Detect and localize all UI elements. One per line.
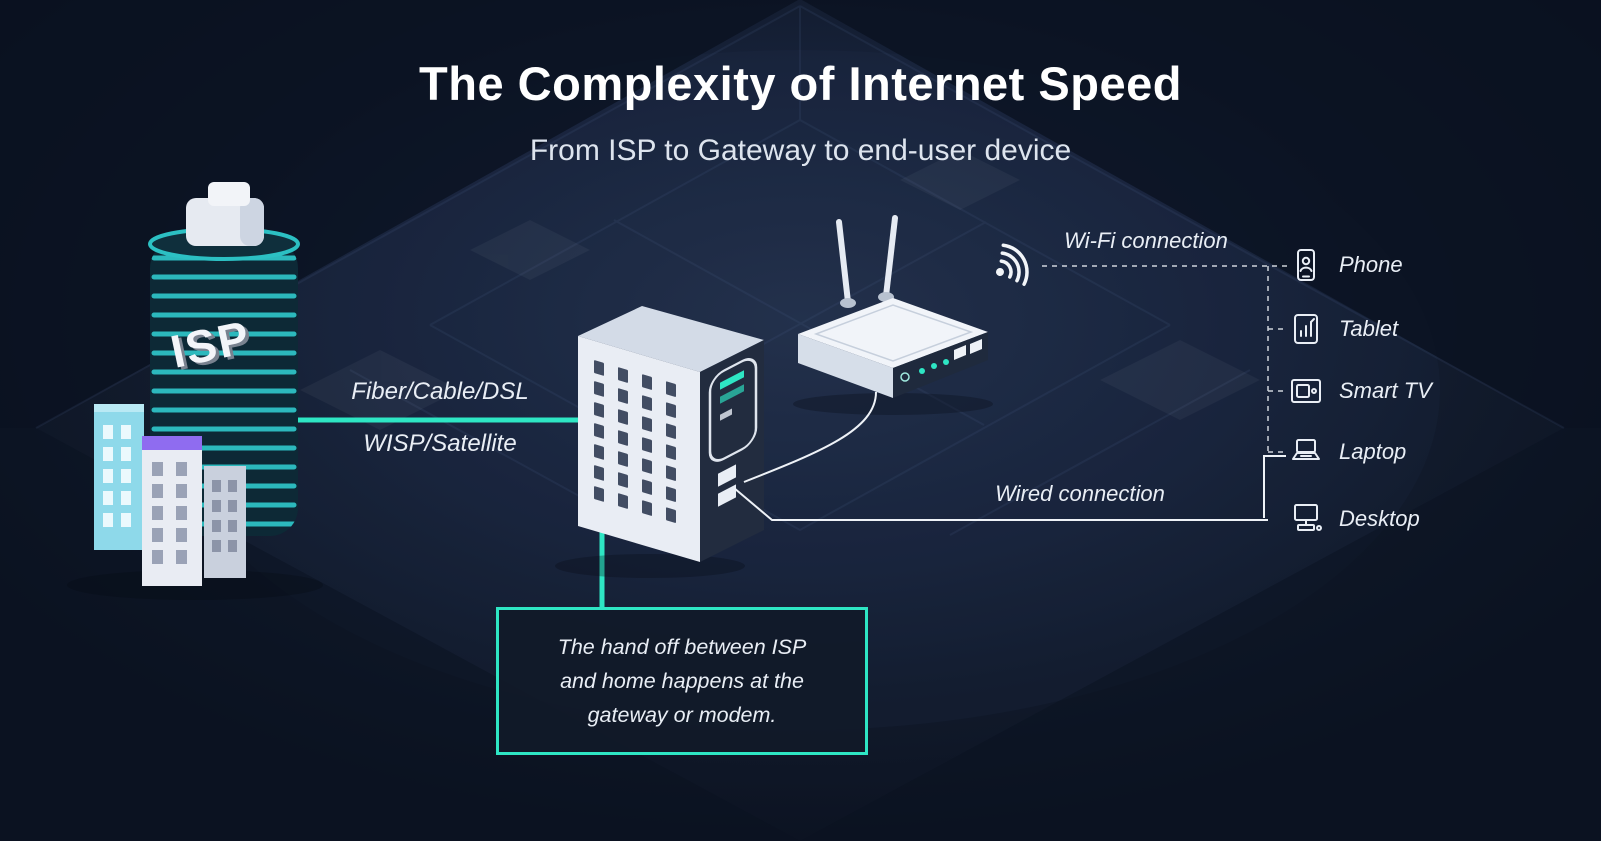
device-label: Tablet xyxy=(1339,316,1399,341)
wifi-signal-icon xyxy=(996,243,1029,286)
teal-links xyxy=(298,417,605,609)
fiber-link-label-bottom: WISP/Satellite xyxy=(363,430,517,457)
device-row-tablet: Tablet xyxy=(1288,311,1398,347)
wired-connection-label: Wired connection xyxy=(995,481,1165,506)
modem-vent-holes xyxy=(594,360,676,523)
smart-tv-icon xyxy=(1291,379,1321,403)
desktop-icon xyxy=(1294,504,1322,531)
device-row-desktop: Desktop xyxy=(1288,501,1420,537)
modem-port-icon xyxy=(718,484,736,507)
laptop-wired-branch xyxy=(1263,455,1286,518)
device-label: Desktop xyxy=(1339,506,1420,531)
fiber-link-label-top: Fiber/Cable/DSL xyxy=(351,378,529,405)
wifi-connection-label: Wi-Fi connection xyxy=(1064,228,1228,253)
small-buildings xyxy=(94,404,246,586)
floorplan-furniture xyxy=(300,150,1260,430)
device-label: Laptop xyxy=(1339,439,1407,464)
laptop-icon xyxy=(1292,439,1320,460)
device-row-laptop: Laptop xyxy=(1288,434,1406,470)
isp-building: ISP ISP xyxy=(67,182,323,600)
wired-connection-line xyxy=(733,487,1268,521)
modem-port-icon xyxy=(718,464,736,487)
router-leds-and-ports xyxy=(900,339,982,382)
wifi-connection-line xyxy=(1042,265,1288,453)
device-row-smart-tv: Smart TV xyxy=(1288,373,1432,409)
modem-front-panel xyxy=(708,358,758,507)
modem-gateway xyxy=(555,306,764,578)
callout-line: gateway or modem. xyxy=(587,702,777,727)
callout-box: The hand off between ISP and home happen… xyxy=(496,607,868,755)
device-label: Phone xyxy=(1339,252,1403,277)
router-antennas xyxy=(836,215,898,308)
callout-line: The hand off between ISP xyxy=(557,634,807,659)
router-to-modem-cable xyxy=(743,391,877,483)
floorplan-walls xyxy=(35,5,1565,536)
router xyxy=(793,215,993,415)
device-label: Smart TV xyxy=(1339,378,1432,403)
callout-line: and home happens at the xyxy=(560,668,804,693)
page-title: The Complexity of Internet Speed xyxy=(419,57,1182,110)
device-row-phone: Phone xyxy=(1288,247,1403,283)
page-subtitle: From ISP to Gateway to end-user device xyxy=(529,134,1072,167)
power-icon xyxy=(900,372,910,382)
tablet-icon xyxy=(1294,314,1318,344)
white-cables xyxy=(733,391,1286,521)
phone-icon xyxy=(1297,249,1315,281)
